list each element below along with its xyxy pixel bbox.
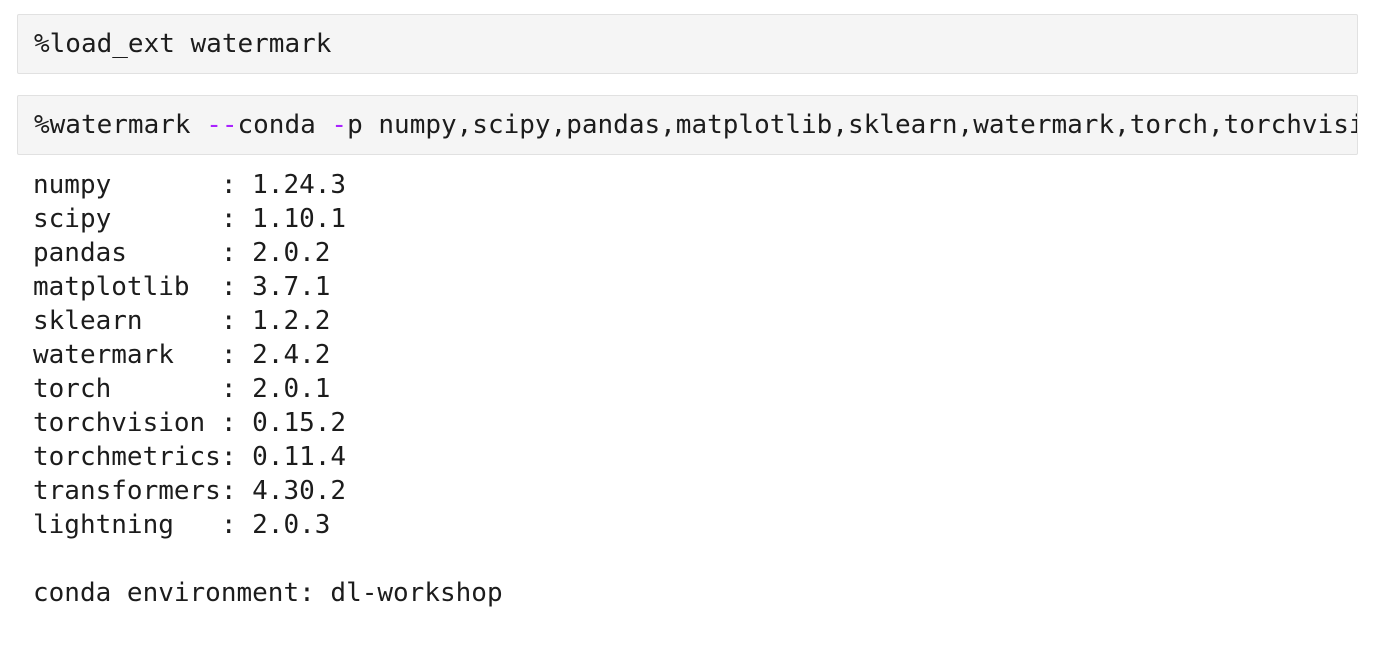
code-token: %load_ext watermark [34,29,332,59]
code-token: conda [237,110,332,140]
output-area: numpy : 1.24.3 scipy : 1.10.1 pandas : 2… [33,168,1358,610]
code-source-load-ext[interactable]: %load_ext watermark [18,15,1357,73]
code-cell-load-ext[interactable]: %load_ext watermark [17,14,1358,74]
notebook-page: %load_ext watermark %watermark --conda -… [0,14,1374,654]
code-cell-watermark[interactable]: %watermark --conda -p numpy,scipy,pandas… [17,95,1358,155]
code-token-flag: -- [206,110,238,140]
watermark-output-text: numpy : 1.24.3 scipy : 1.10.1 pandas : 2… [33,170,503,608]
code-source-watermark[interactable]: %watermark --conda -p numpy,scipy,pandas… [18,96,1357,154]
code-token: %watermark [34,110,207,140]
code-token-flag: - [331,110,348,140]
code-token: p numpy,scipy,pandas,matplotlib,sklearn,… [347,110,1357,140]
